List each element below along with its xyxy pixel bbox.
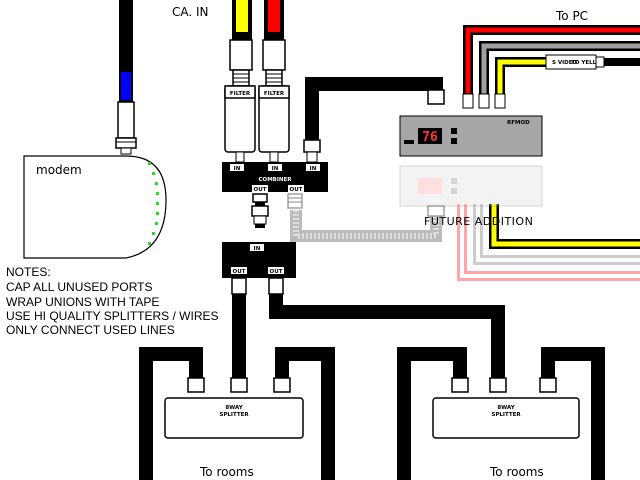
filter-right-label: FILTER xyxy=(264,91,285,97)
yellow-band xyxy=(236,0,248,32)
to-pc-label: To PC xyxy=(555,9,588,23)
splitter-out1-label: OUT xyxy=(233,269,246,275)
modem-label: modem xyxy=(36,163,82,177)
rfmod-to-combiner-cable xyxy=(303,77,445,163)
rf-modulator: 76 RFMOD xyxy=(399,115,543,157)
notes-line-3: USE HI QUALITY SPLITTERS / WIRES xyxy=(6,309,219,323)
future-addition-label: FUTURE ADDITION xyxy=(424,215,533,228)
combiner-in2-label: IN xyxy=(272,166,279,172)
modem xyxy=(23,155,167,259)
filter-left-label: FILTER xyxy=(230,91,251,97)
rfmod-label: RFMOD xyxy=(507,120,530,126)
left-splitter-line1: 8WAY xyxy=(225,405,243,411)
future-cables xyxy=(473,204,640,265)
right-splitter-line1: 8WAY xyxy=(497,405,515,411)
combiner: IN IN IN COMBINER OUT OUT xyxy=(222,162,328,193)
red-band xyxy=(268,0,280,32)
combiner-in1-label: IN xyxy=(234,166,241,172)
future-combiner-cable xyxy=(287,193,445,242)
modem-leds xyxy=(148,162,159,245)
ca-in-label: CA. IN xyxy=(172,5,209,19)
svideo-label: S VIDEO xyxy=(552,60,578,66)
notes-line-1: CAP ALL UNUSED PORTS xyxy=(6,280,153,294)
to-rooms-left-label: To rooms xyxy=(199,465,254,479)
secondary-splitter: IN OUT OUT xyxy=(222,242,296,295)
combiner-in3-label: IN xyxy=(310,166,317,172)
feed-to-right-8way xyxy=(269,294,505,382)
ca-in-cables xyxy=(229,0,286,87)
modem-feed-cable xyxy=(115,0,137,155)
notes-line-2: WRAP UNIONS WITH TAPE xyxy=(6,295,159,309)
right-8way-splitter: 8WAY SPLITTER xyxy=(432,397,580,439)
combiner-to-splitter-cable xyxy=(251,193,269,228)
channel-display-value: 76 xyxy=(422,130,438,145)
notes-block: NOTES: CAP ALL UNUSED PORTS WRAP UNIONS … xyxy=(6,265,219,337)
right-splitter-line2: SPLITTER xyxy=(491,412,521,418)
blue-band xyxy=(121,72,131,100)
filter-right: FILTER xyxy=(258,85,290,163)
combiner-out2-label: OUT xyxy=(290,187,303,193)
pc-cables xyxy=(462,25,640,109)
filter-left: FILTER xyxy=(224,85,256,163)
notes-line-4: ONLY CONNECT USED LINES xyxy=(6,323,175,337)
left-splitter-line2: SPLITTER xyxy=(219,412,249,418)
notes-line-0: NOTES: xyxy=(6,265,51,279)
svideo-adapter: S VIDEO TO YELLOW xyxy=(545,54,640,70)
left-8way-cables xyxy=(139,347,335,480)
combiner-label: COMBINER xyxy=(258,177,292,183)
channel-display xyxy=(418,128,442,144)
feed-to-left-8way xyxy=(232,294,246,380)
future-addition-unit xyxy=(457,204,640,281)
splitter-in-label: IN xyxy=(254,246,261,252)
future-rfmod xyxy=(399,165,543,207)
to-yellow-label: TO YELLOW xyxy=(571,60,607,66)
right-8way-cables xyxy=(397,347,605,480)
left-8way-splitter: 8WAY SPLITTER xyxy=(164,397,304,439)
to-rooms-right-label: To rooms xyxy=(489,465,544,479)
splitter-out2-label: OUT xyxy=(270,269,283,275)
combiner-out1-label: OUT xyxy=(254,187,267,193)
